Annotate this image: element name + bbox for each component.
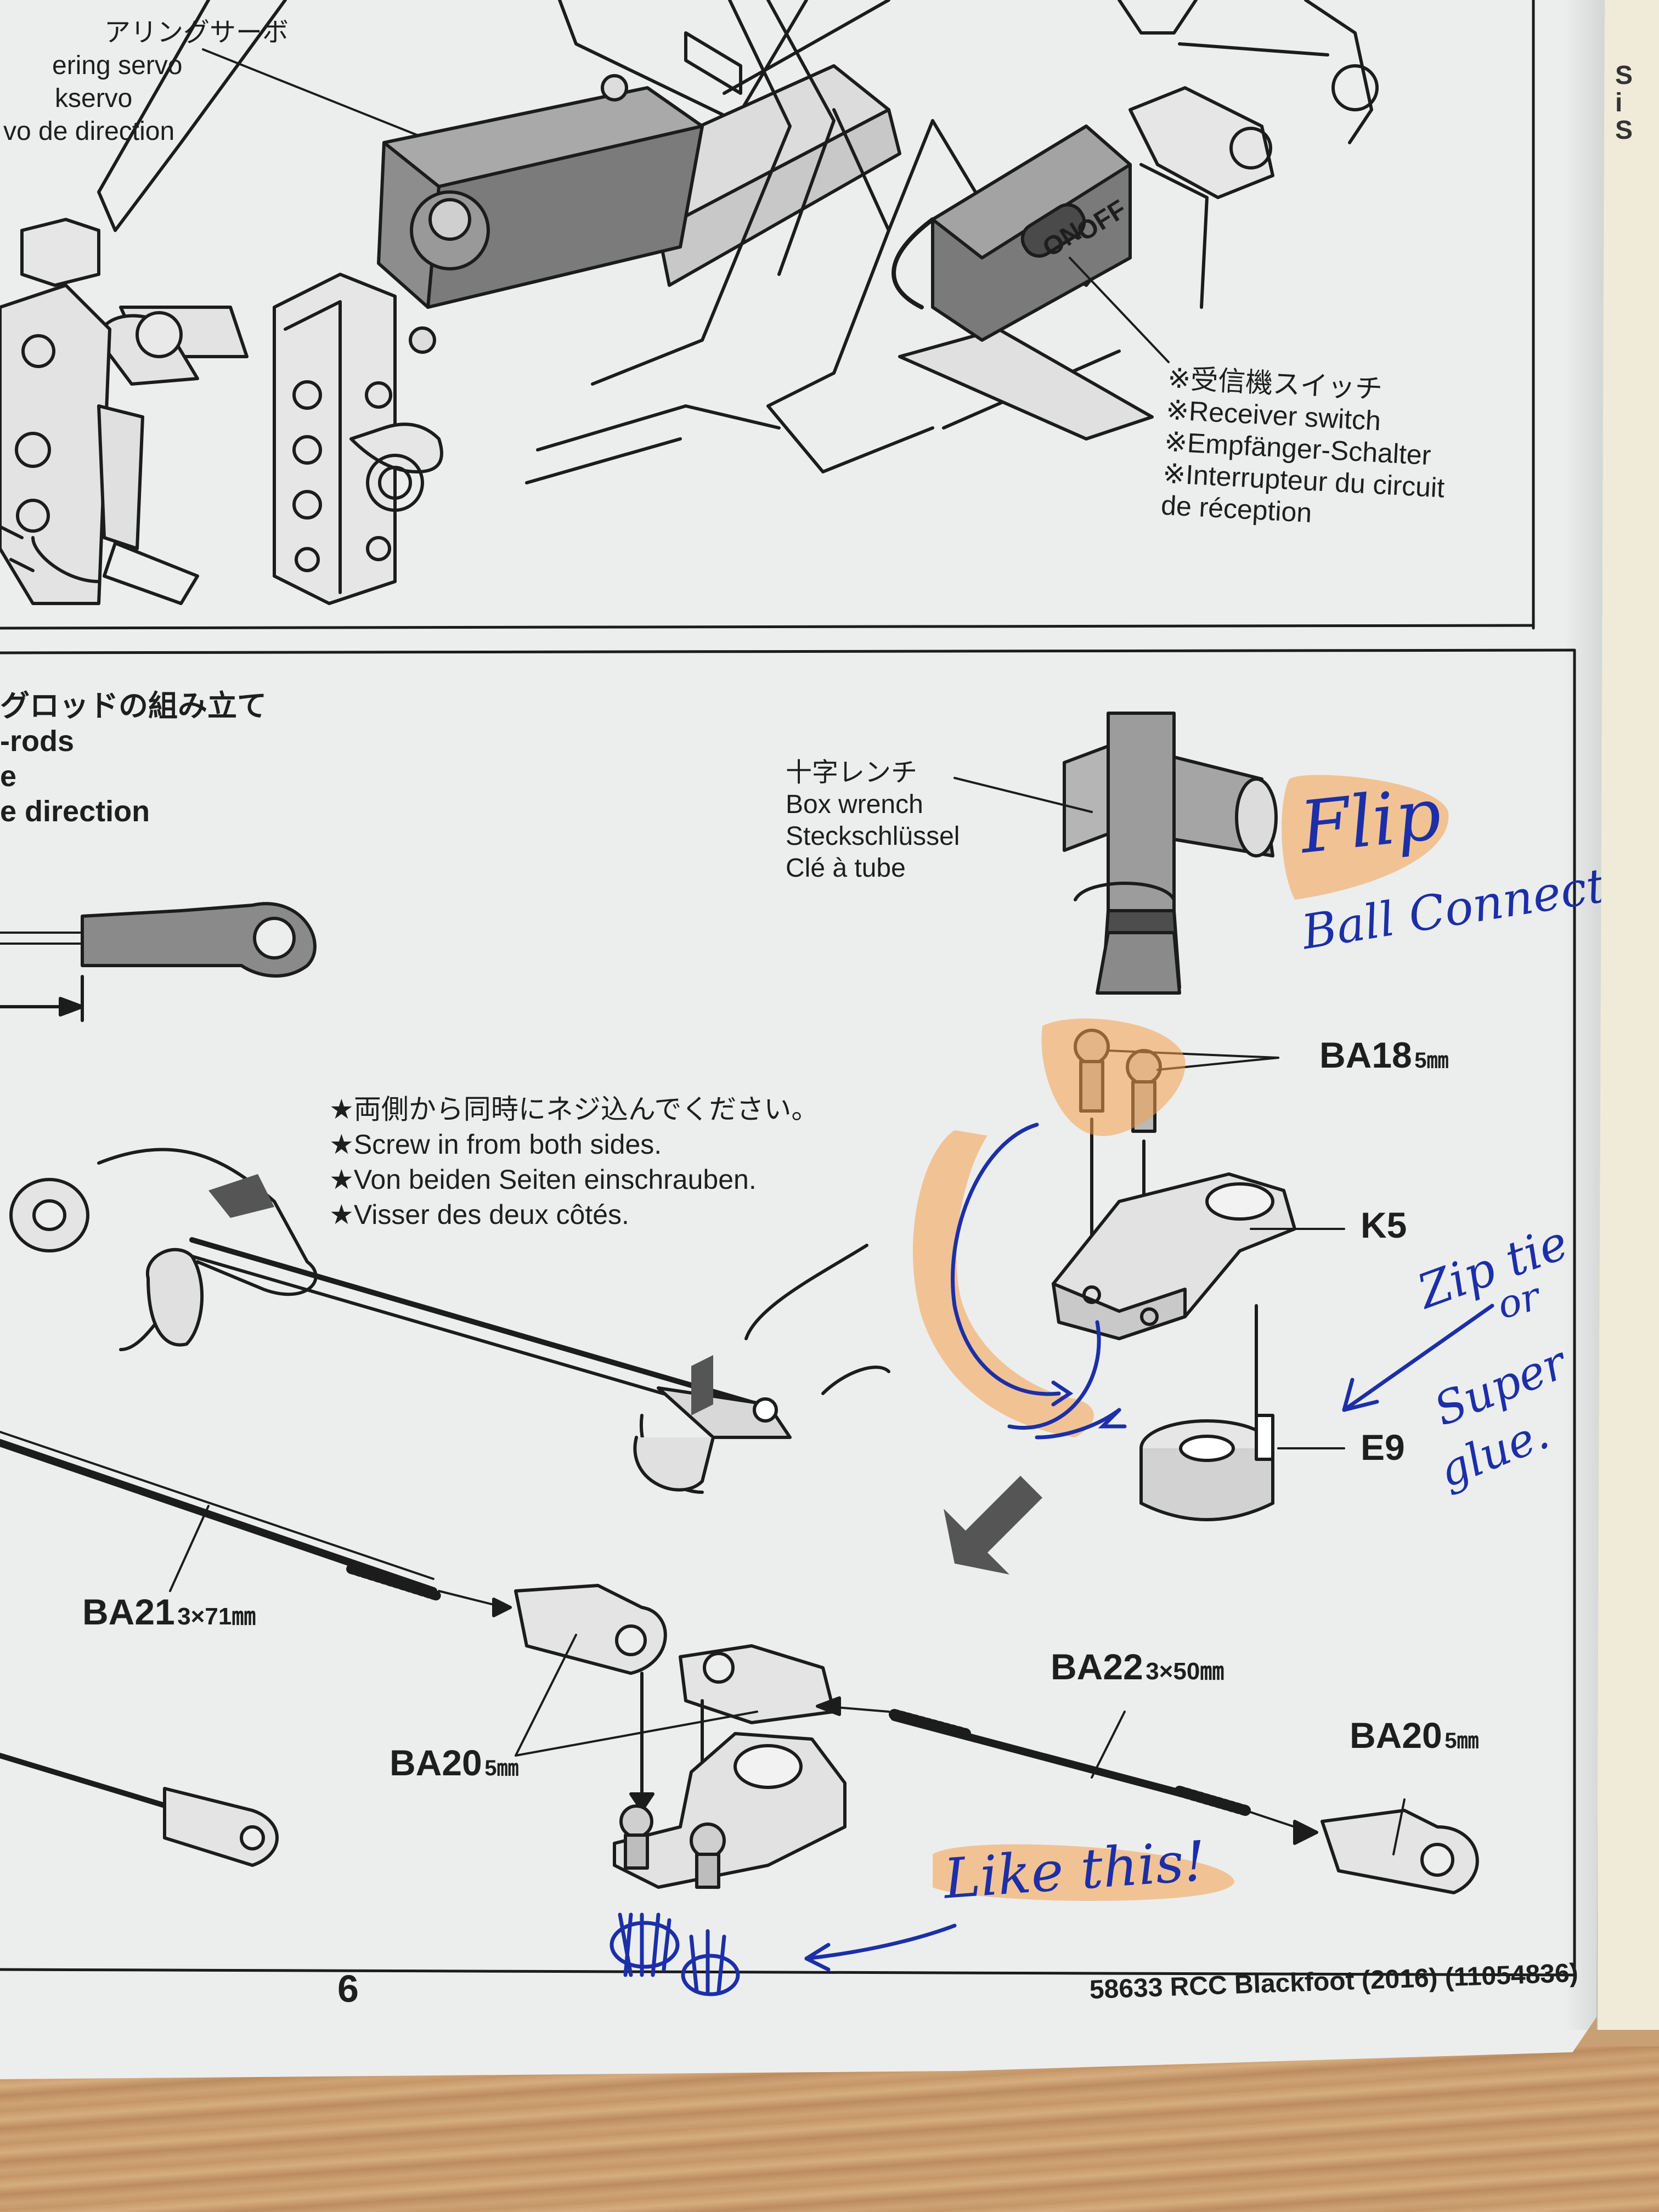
box-wrench-en: Box wrench — [786, 790, 923, 819]
next-page-fragment: S — [1615, 61, 1633, 90]
part-code: BA21 — [82, 1592, 175, 1632]
box-wrench-label: 十字レンチ Box wrench Steckschlüssel Clé à tu… — [786, 757, 960, 884]
ba20-right-rod-end — [1321, 1809, 1479, 1894]
section-heading: グロッドの組み立て -rods e e direction — [0, 689, 267, 829]
panel-divider-top — [0, 624, 1535, 630]
heading-jp: グロッドの組み立て — [0, 690, 267, 723]
annotation-flip: Flip — [1296, 772, 1445, 870]
part-code: BA20 — [1350, 1715, 1442, 1756]
e9-part — [1139, 1414, 1274, 1521]
part-label-k5: K5 — [1361, 1205, 1407, 1245]
screwing-hands-illustration — [9, 1148, 890, 1494]
servo-label-en: ering servo — [52, 51, 183, 80]
part-label-e9: E9 — [1361, 1427, 1405, 1468]
servo-label-fr: vo de direction — [3, 117, 175, 146]
ba20-left-rod-ends — [514, 1584, 836, 1724]
illustration-layer — [0, 0, 1576, 1996]
part-label-ba20-left: BA20 5㎜ — [390, 1742, 518, 1784]
part-label-ba22: BA22 3×50㎜ — [1051, 1646, 1224, 1688]
part-size: 3×71㎜ — [177, 1603, 256, 1630]
servo-label-jp: アリングサーボ — [104, 18, 289, 47]
part-size: 5㎜ — [484, 1756, 519, 1780]
next-page-fragment: S — [1615, 116, 1633, 145]
page-number: 6 — [337, 1967, 359, 2010]
receiver-box — [891, 125, 1154, 441]
part-code: BA18 — [1319, 1035, 1412, 1075]
part-size: 3×50㎜ — [1146, 1658, 1224, 1685]
panel-bottom-border — [0, 1968, 1576, 1977]
part-label-ba20-right: BA20 5㎜ — [1350, 1714, 1479, 1756]
highlighter-marks — [912, 775, 1449, 1901]
part-code: BA22 — [1051, 1646, 1143, 1687]
k5-part — [1052, 1172, 1296, 1340]
assembled-k5-with-ball-studs — [613, 1732, 847, 1889]
next-page-fragment: i — [1615, 88, 1623, 117]
part-label-ba18: BA18 5㎜ — [1319, 1034, 1448, 1076]
screw-note-de: ★Von beiden Seiten einschrauben. — [329, 1164, 757, 1195]
heading-en: -rods — [0, 725, 74, 758]
ba21-rod — [0, 1431, 444, 1601]
box-wrench-jp: 十字レンチ — [786, 758, 918, 787]
box-wrench-de: Steckschlüssel — [786, 822, 960, 851]
steering-servo-label: アリングサーボ ering servo kservo vo de directi… — [0, 16, 289, 148]
ba22-rod — [889, 1709, 1251, 1816]
next-page-edge: S i S — [1596, 0, 1659, 2030]
box-wrench-fr: Clé à tube — [786, 854, 906, 883]
screw-note-jp: ★両側から同時にネジ込んでください。 — [329, 1094, 819, 1125]
panel-divider-bottom — [0, 648, 1576, 654]
steering-servo — [377, 74, 704, 354]
box-wrench — [1063, 712, 1278, 995]
part-size: 5㎜ — [1444, 1729, 1479, 1753]
pen-marks — [610, 1122, 1494, 1996]
screw-note: ★両側から同時にネジ込んでください。 ★Screw in from both s… — [329, 1092, 819, 1232]
heading-fr: e direction — [0, 795, 150, 828]
receiver-switch-label: ※受信機スイッチ ※Receiver switch ※Empfänger-Sch… — [1160, 362, 1451, 536]
manual-page: アリングサーボ ering servo kservo vo de directi… — [0, 0, 1605, 2079]
servo-label-de: kservo — [55, 84, 133, 113]
part-code: BA20 — [390, 1742, 482, 1783]
screw-note-fr: ★Visser des deux côtés. — [329, 1199, 629, 1230]
part-size: 5㎜ — [1414, 1048, 1449, 1073]
part-label-ba21: BA21 3×71㎜ — [82, 1591, 256, 1633]
page-edge-shadow — [1564, 0, 1605, 2030]
heading-de: e — [0, 760, 17, 793]
screw-note-en: ★Screw in from both sides. — [329, 1129, 662, 1160]
